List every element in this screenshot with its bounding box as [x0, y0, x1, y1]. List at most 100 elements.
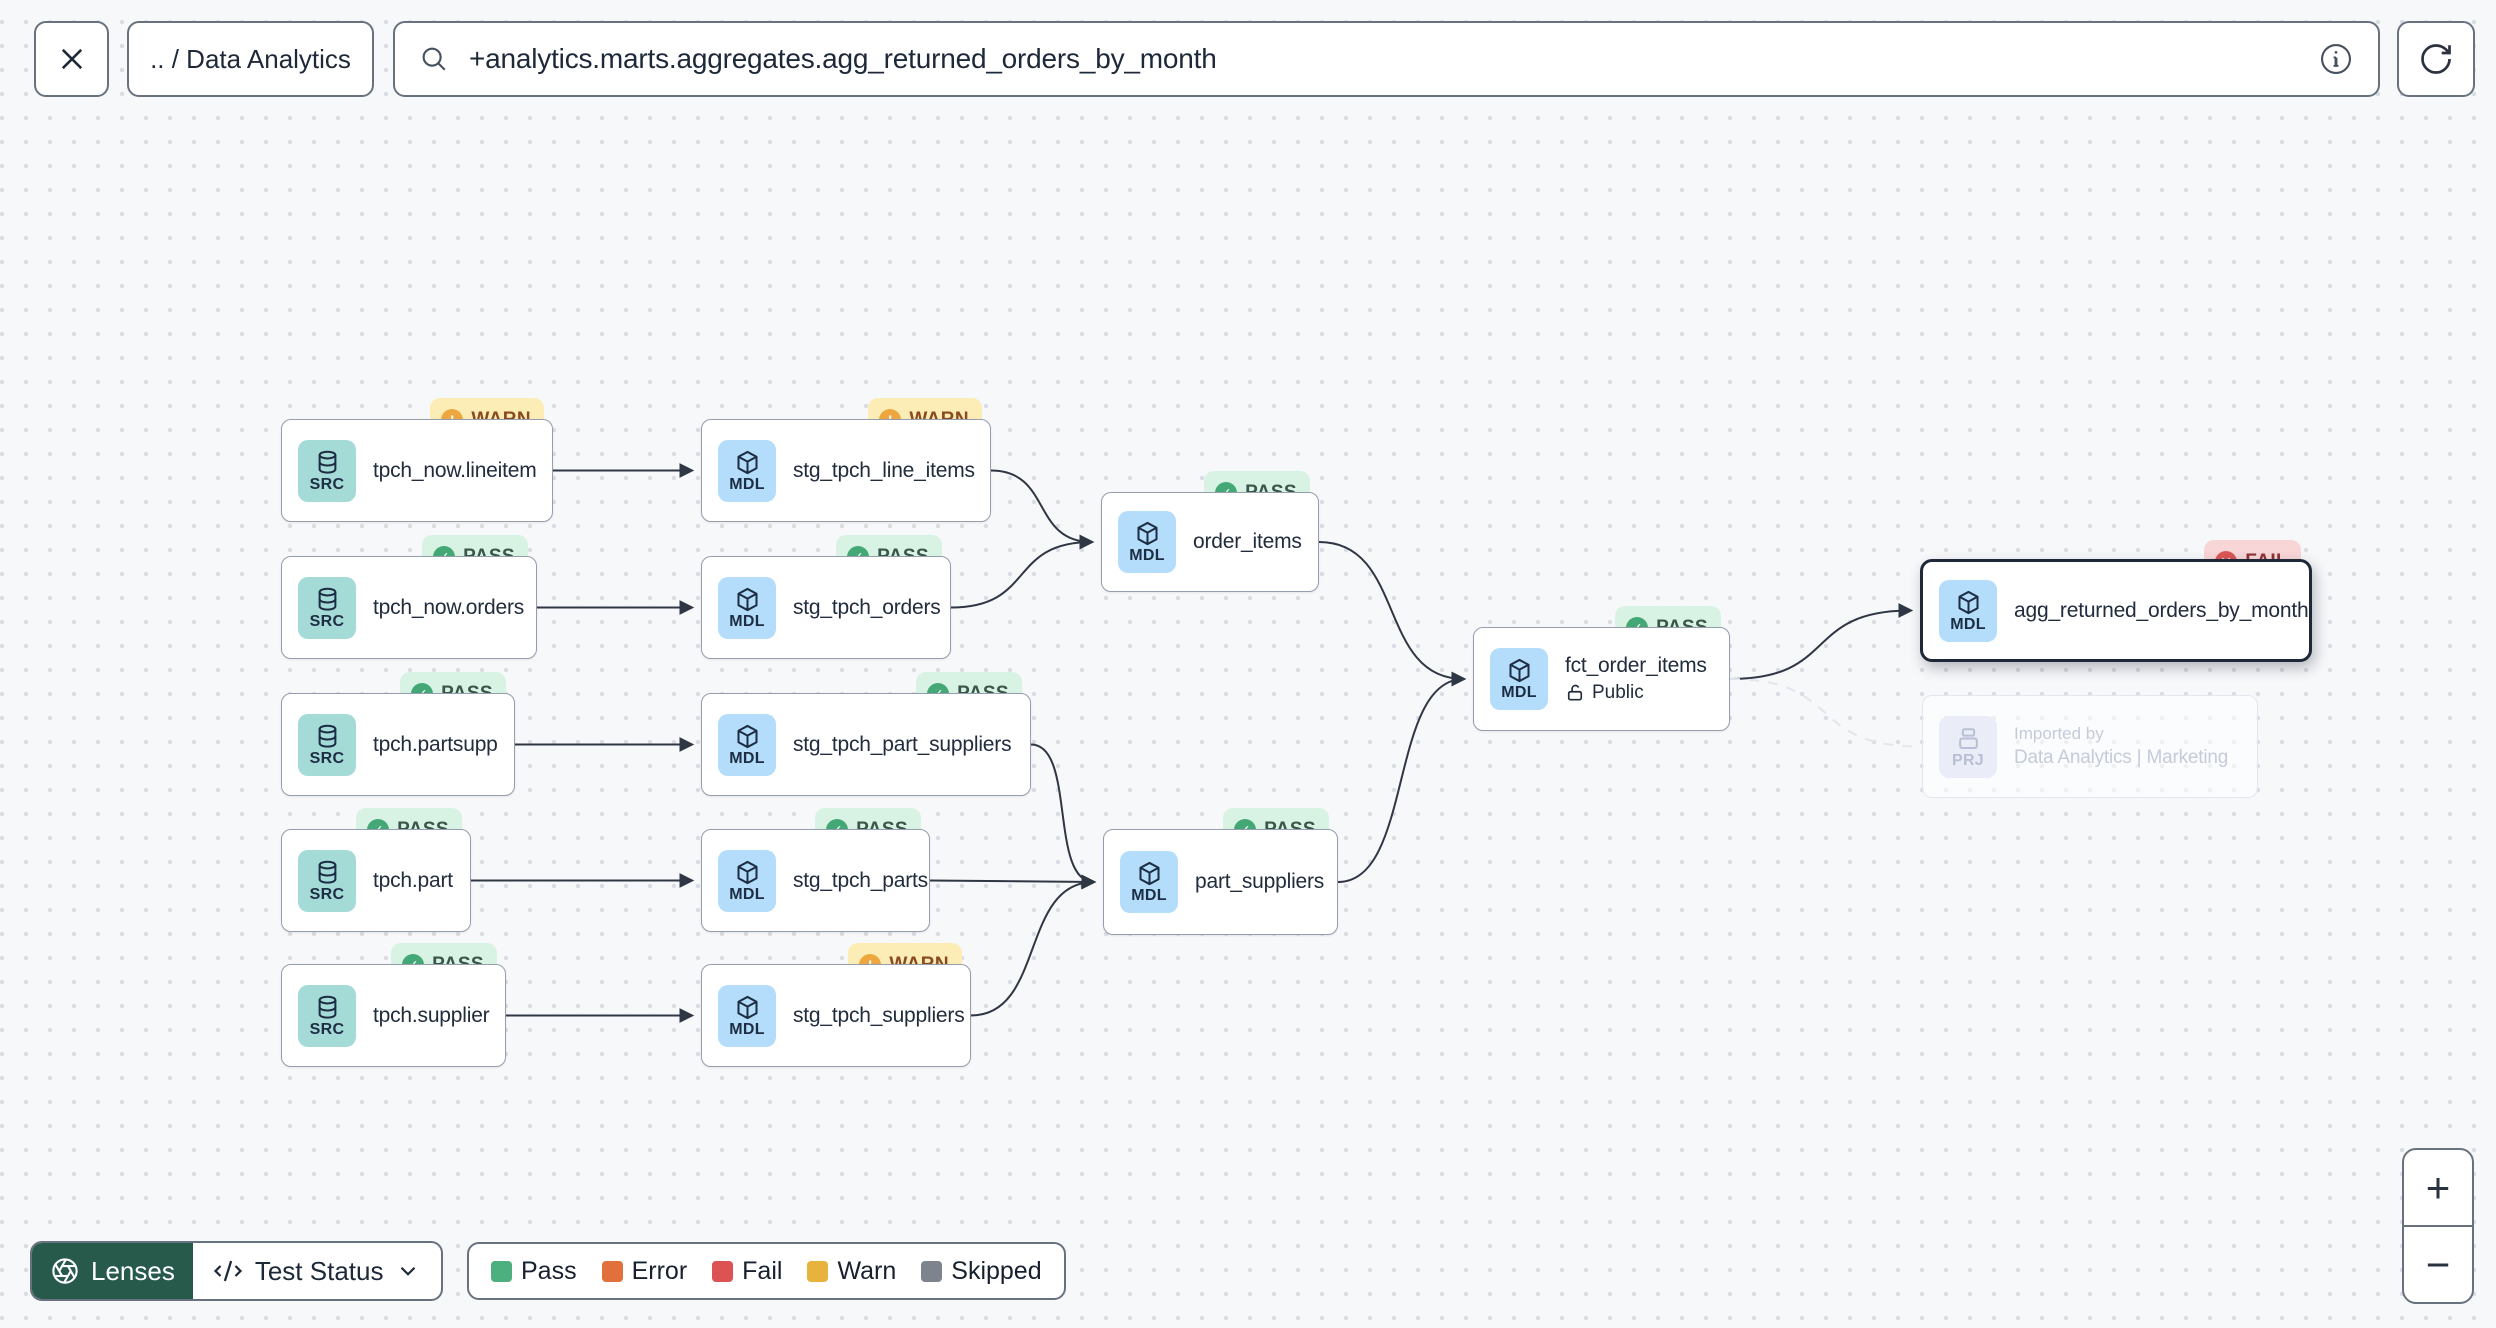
node-label: order_items — [1193, 530, 1302, 553]
node-label: stg_tpch_suppliers — [793, 1003, 965, 1027]
edge-fct_order_items-to-agg_returned_orders_by_month — [1729, 603, 1914, 680]
node-label: stg_tpch_part_suppliers — [793, 732, 1012, 756]
info-icon[interactable] — [2318, 41, 2354, 77]
legend-item-pass: Pass — [491, 1257, 577, 1286]
node-label: tpch.partsupp — [373, 732, 498, 756]
status-badge-pass: ✓PASS — [1223, 808, 1329, 851]
mdl-type-icon: MDL — [718, 576, 776, 639]
pass-status-icon: ✓ — [826, 818, 849, 841]
lenses-label: Lenses — [91, 1255, 175, 1286]
legend-swatch-error — [601, 1260, 623, 1282]
mdl-type-icon: MDL — [718, 439, 776, 502]
mdl-type-icon: MDL — [718, 849, 776, 912]
database-icon — [318, 995, 336, 1019]
graph-node-stg_tpch_part_suppliers[interactable]: ✓PASS MDL stg_tpch_part_suppliers — [701, 672, 1031, 796]
node-label: part_suppliers — [1195, 870, 1325, 893]
status-badge-pass: ✓PASS — [916, 672, 1022, 715]
mdl-type-icon: MDL — [1490, 648, 1548, 710]
zoom-out-button[interactable]: − — [2425, 1240, 2451, 1288]
edge-stg_tpch_suppliers-to-part_suppliers — [970, 874, 1097, 1017]
database-icon — [318, 860, 336, 884]
zoom-in-button[interactable]: + — [2404, 1150, 2472, 1227]
warn-status-icon: ! — [859, 953, 882, 976]
status-badge-warn: !WARN — [848, 943, 962, 986]
status-badge-pass: ✓PASS — [815, 808, 921, 851]
close-button[interactable] — [34, 21, 109, 97]
pass-status-icon: ✓ — [1234, 818, 1257, 841]
status-badge-pass: ✓PASS — [356, 808, 462, 851]
node-label: tpch.supplier — [373, 1003, 490, 1027]
edge-stg_tpch_part_suppliers-to-part_suppliers — [1030, 743, 1097, 890]
src-type-icon: SRC — [298, 439, 356, 502]
graph-node-tpch_now_lineitem[interactable]: !WARN SRC tpch_now.lineitem — [281, 398, 553, 522]
legend-item-warn: Warn — [807, 1257, 896, 1286]
model-cube-icon — [736, 995, 758, 1019]
active-lens-label: Test Status — [254, 1255, 384, 1286]
code-icon — [213, 1260, 242, 1282]
pass-status-icon: ✓ — [1626, 616, 1649, 639]
model-cube-icon — [1957, 590, 1979, 614]
legend-swatch-fail — [712, 1260, 734, 1282]
chevron-down-icon — [401, 1266, 416, 1276]
node-label: fct_order_items — [1565, 654, 1707, 677]
search-input[interactable] — [467, 42, 2300, 76]
legend-item-skipped: Skipped — [921, 1257, 1042, 1286]
lens-selector[interactable]: Test Status — [193, 1243, 442, 1299]
warn-status-icon: ! — [879, 408, 902, 431]
status-badge-pass: ✓PASS — [400, 672, 506, 715]
mdl-type-icon: MDL — [718, 713, 776, 776]
node-label: tpch_now.orders — [373, 595, 525, 619]
database-icon — [318, 587, 336, 611]
database-icon — [318, 724, 336, 748]
status-badge-warn: !WARN — [430, 398, 544, 441]
database-icon — [318, 450, 336, 474]
model-cube-icon — [1508, 658, 1530, 683]
status-badge-pass: ✓PASS — [422, 535, 528, 578]
aperture-icon — [52, 1258, 78, 1284]
lens-controls: Lenses Test Status — [30, 1241, 444, 1301]
imported-by-project-name: Data Analytics | Marketing — [2014, 747, 2229, 768]
search-icon — [422, 47, 446, 71]
mdl-type-icon: MDL — [1118, 511, 1176, 573]
pass-status-icon: ✓ — [847, 545, 870, 568]
node-label: tpch.part — [373, 868, 453, 892]
prj-type-icon: PRJ — [1939, 715, 1997, 778]
pass-status-icon: ✓ — [433, 545, 456, 568]
graph-node-imported_by_project: PRJ Imported by Data Analytics | Marketin… — [1922, 695, 2258, 798]
model-cube-icon — [736, 450, 758, 474]
legend-item-fail: Fail — [712, 1257, 782, 1286]
node-label: stg_tpch_line_items — [793, 458, 975, 482]
refresh-icon — [2421, 44, 2451, 74]
lenses-button[interactable]: Lenses — [32, 1243, 193, 1299]
breadcrumb[interactable]: .. / Data Analytics — [127, 21, 374, 97]
legend-swatch-skipped — [921, 1260, 943, 1282]
warn-status-icon: ! — [441, 408, 464, 431]
refresh-button[interactable] — [2397, 21, 2475, 97]
edge-order_items-to-fct_order_items — [1318, 541, 1467, 687]
pass-status-icon: ✓ — [402, 953, 425, 976]
node-label: tpch_now.lineitem — [373, 458, 537, 482]
edge-stg_tpch_orders-to-order_items — [950, 534, 1095, 609]
imported-by-label: Imported by — [2014, 724, 2104, 743]
node-label: stg_tpch_orders — [793, 595, 941, 619]
pass-status-icon: ✓ — [367, 818, 390, 841]
model-cube-icon — [1138, 861, 1160, 886]
fail-status-icon: ✕ — [2215, 550, 2238, 573]
legend-swatch-warn — [807, 1260, 829, 1282]
search-bar[interactable] — [393, 21, 2380, 97]
edge-stg_tpch_line_items-to-order_items — [990, 469, 1095, 550]
